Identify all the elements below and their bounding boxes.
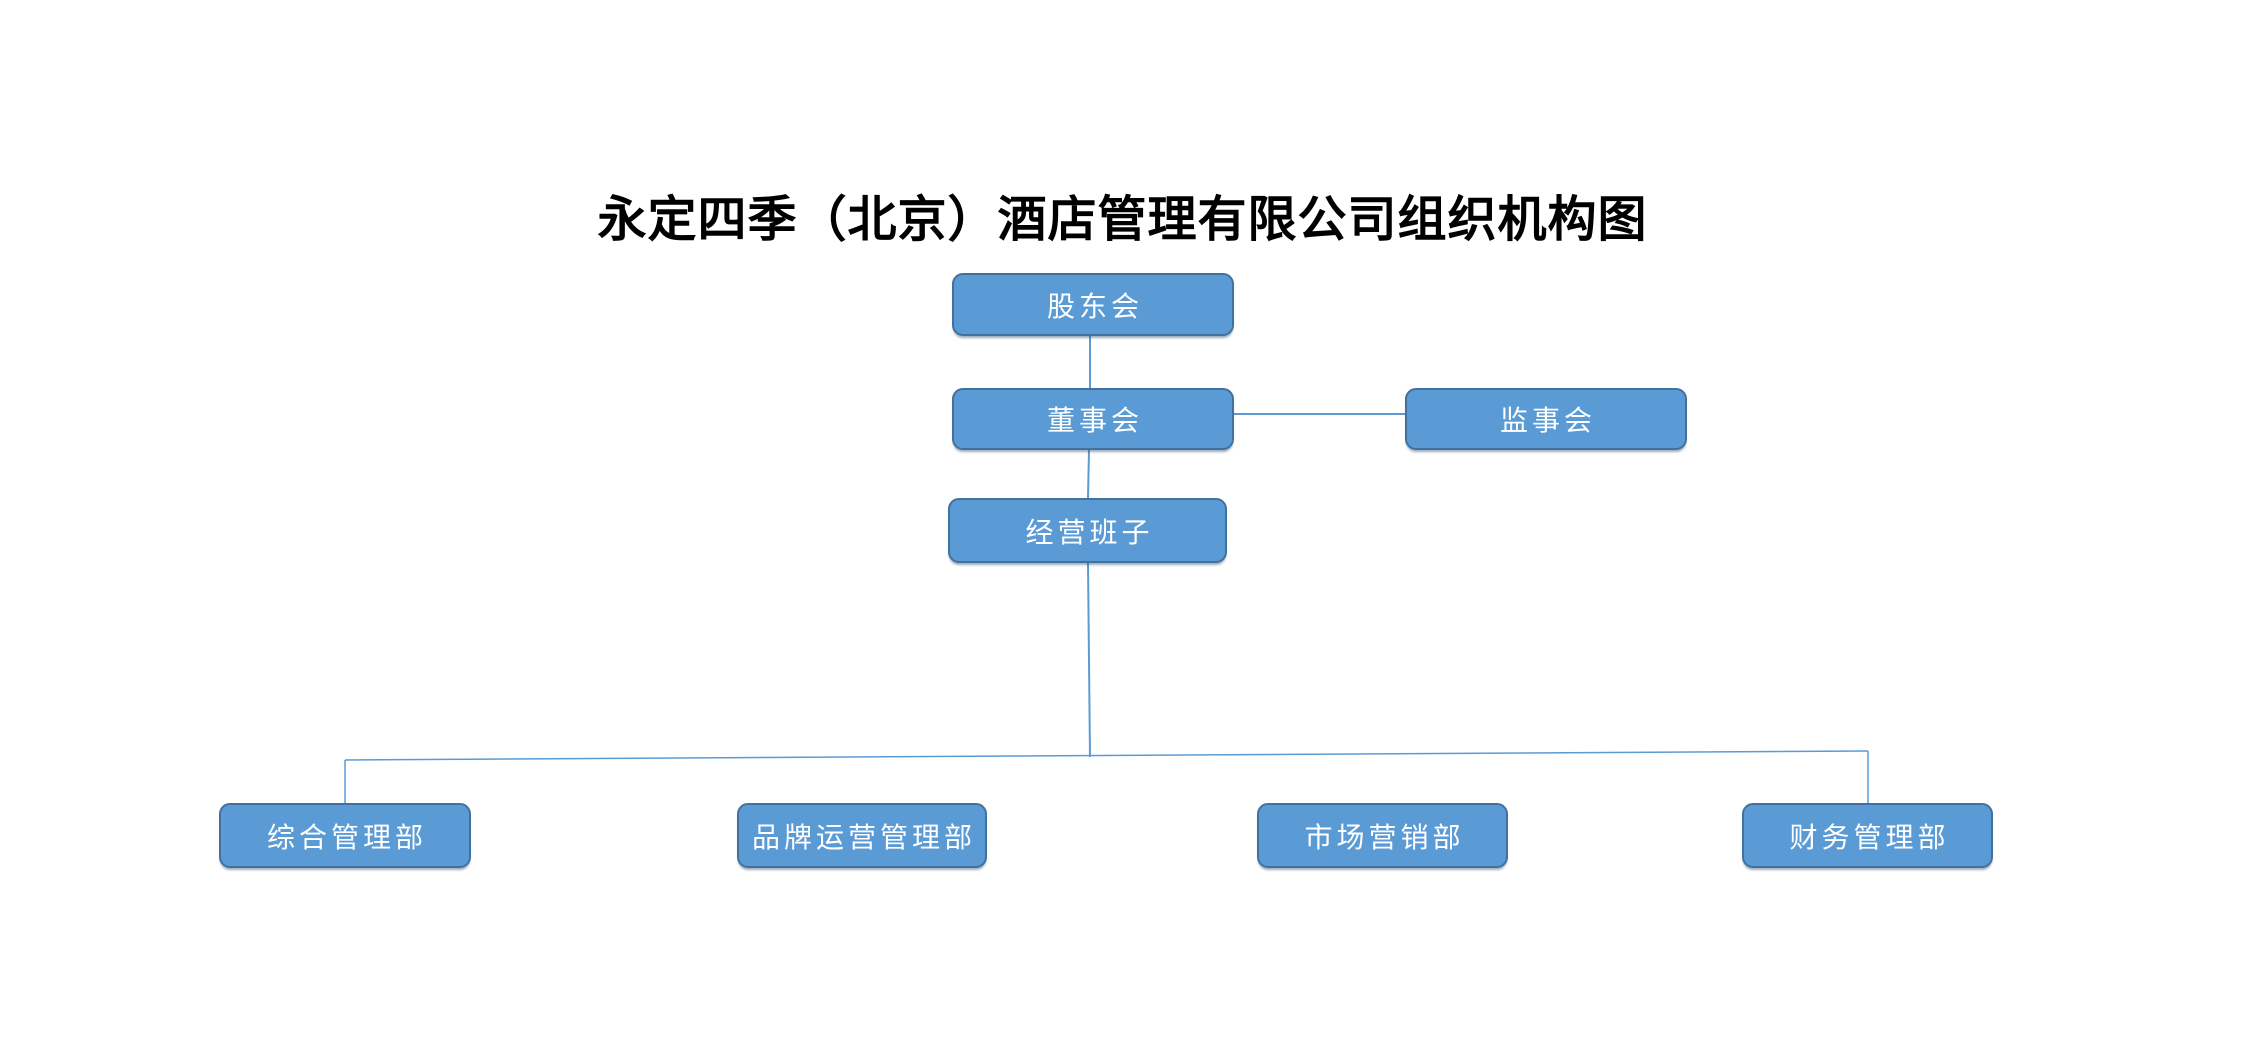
org-node-label: 经营班子 [1025,517,1154,549]
org-node-shareholders: 股东会 [952,273,1234,336]
org-node-label: 监事会 [1499,406,1596,437]
org-node-label: 综合管理部 [266,822,427,854]
chart-title: 永定四季（北京）酒店管理有限公司组织机构图 [597,193,1648,247]
org-node-label: 股东会 [1046,291,1143,323]
connector-board-to-management [1087,449,1090,499]
org-node-label: 市场营销部 [1304,822,1465,854]
org-node-label: 财务管理部 [1789,822,1950,854]
org-node-finance: 财务管理部 [1742,803,1993,868]
org-node-label: 品牌运营管理部 [751,822,976,854]
org-node-brand-operations: 品牌运营管理部 [737,803,987,868]
org-node-management-team: 经营班子 [948,498,1227,563]
org-node-board: 董事会 [952,388,1234,450]
connector-bottom-rail [344,750,1869,761]
org-node-label: 董事会 [1046,406,1143,437]
org-node-general-admin: 综合管理部 [219,803,471,868]
org-node-supervisors: 监事会 [1405,388,1687,450]
org-node-marketing: 市场营销部 [1257,803,1508,868]
connector-management-stem [1087,562,1091,758]
